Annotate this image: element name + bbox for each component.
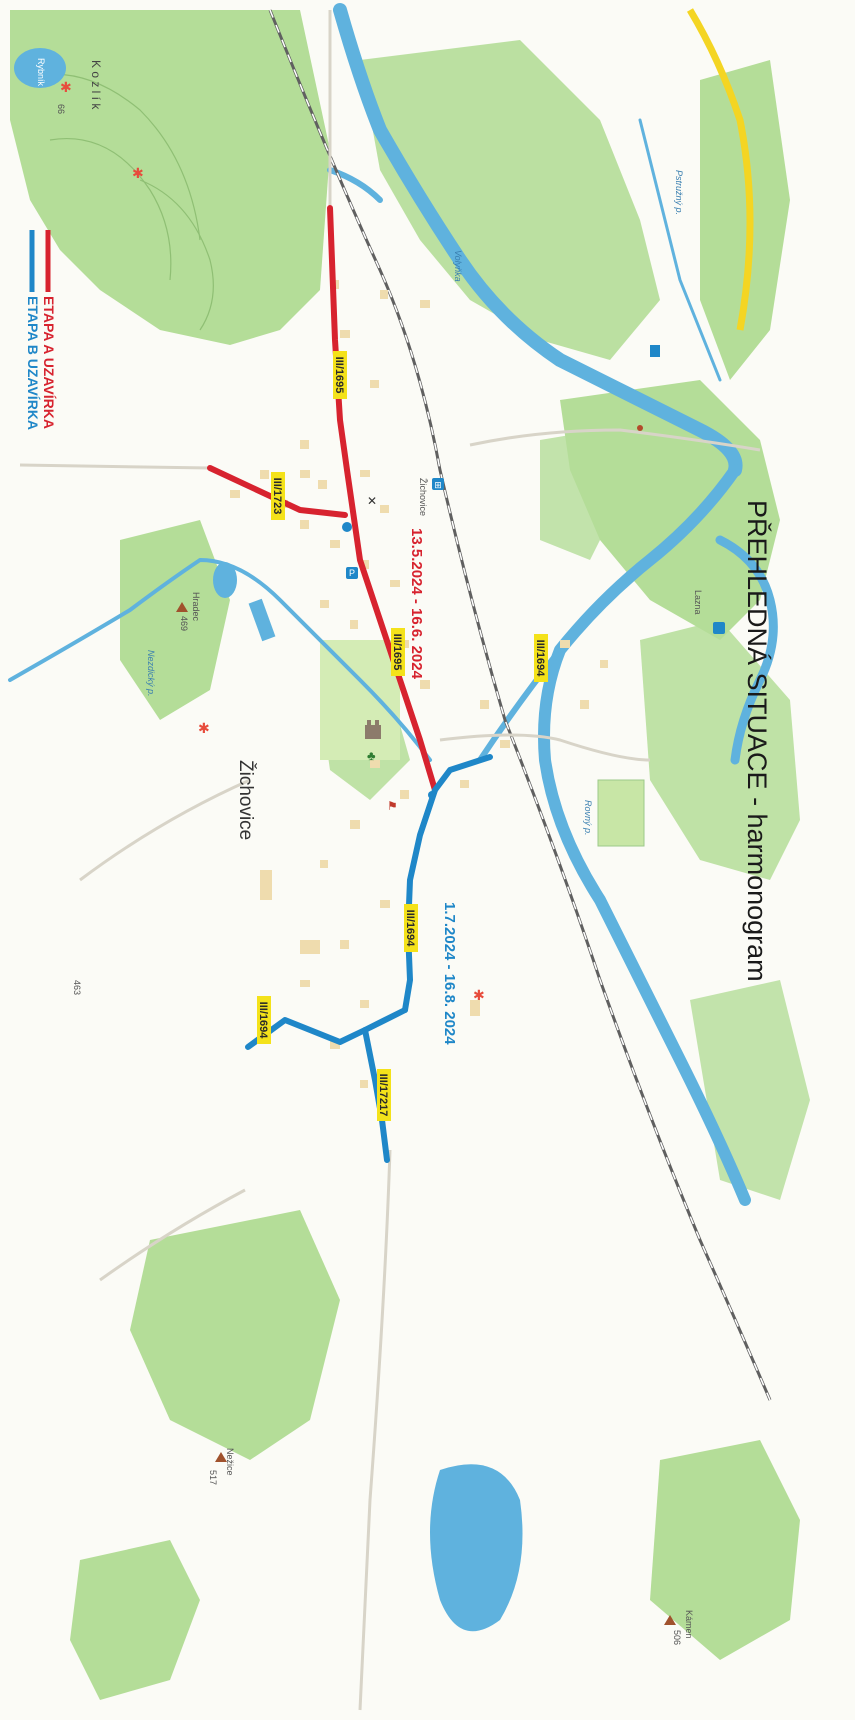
meadow [320,640,400,760]
bus-stop-icon [637,345,660,431]
svg-text:✱: ✱ [198,720,210,736]
minor-roads [19,10,761,1711]
legend-label-stage-b: ETAPA B UZAVÍRKA [25,296,41,430]
place-kozlik: K o z l í k [89,60,103,110]
svg-text:✱: ✱ [60,79,72,95]
place-labels: Lazna Žichovice Hradec 469 463 Nežice 51… [36,58,703,1645]
church-icon: ♣ ⚑ [367,748,398,813]
info-icon [342,522,436,799]
place-nezice-elevation: 517 [208,1470,218,1485]
stream-nezdicky: Nezdický p. [146,650,156,697]
train-stop-icon [713,622,725,634]
svg-text:III/1694: III/1694 [534,640,546,678]
stage-a-dates: 13.5.2024 - 16.6. 2024 [408,528,425,680]
svg-text:⊞: ⊞ [434,480,442,490]
stage-b-route-junction [245,1007,408,1050]
rivers [8,3,778,1206]
place-elevation-463: 463 [72,980,82,995]
place-kamen-elevation: 506 [672,1630,682,1645]
forest-areas [10,10,810,1700]
svg-text:✕: ✕ [367,494,377,508]
road-label-6: III/1694 [257,996,271,1044]
sports-field [597,779,645,847]
map-title: PŘEHLEDNÁ SITUACE - harmonogram [742,500,773,982]
svg-text:III/1694: III/1694 [404,910,416,948]
svg-text:III/1694: III/1694 [257,1002,269,1040]
svg-text:⚑: ⚑ [387,799,398,813]
peak-icon [176,602,676,1625]
stage-b-route-main [402,754,493,1013]
road-label-2: III/1723 [271,472,285,520]
road-label-7: III/17217 [377,1069,391,1121]
svg-text:III/1695: III/1695 [391,634,403,671]
main-road [686,8,754,331]
village-buildings [230,280,608,1088]
svg-text:III/1723: III/1723 [271,478,283,515]
svg-text:♣: ♣ [367,748,376,763]
svg-text:P: P [349,568,355,578]
place-hradec: Hradec [191,592,201,622]
legend: ETAPA A UZAVÍRKA ETAPA B UZAVÍRKA [25,230,57,430]
place-hradec-elevation: 469 [179,616,189,631]
castle-icon [365,720,381,739]
train-station-icon: ⊞ [432,478,444,490]
railway [268,9,772,1401]
parking-icon: P [346,567,358,579]
road-label-3: III/1695 [391,628,405,676]
tools-icon: ✕ [367,494,377,508]
place-pond: Rybník [36,58,46,87]
stream-rovny: Rovný p. [583,800,593,836]
road-label-5: III/1694 [404,904,418,952]
stage-a-route-branch [207,465,348,518]
place-lazne: Lazna [693,590,703,615]
stream-volynka: Volyňka [453,250,463,282]
place-kamen: Kámen [684,1610,694,1639]
place-kozlik-elevation: 66 [56,104,66,114]
town-name: Žichovice [235,760,257,840]
svg-text:✱: ✱ [473,987,485,1003]
stage-b-dates: 1.7.2024 - 16.8. 2024 [441,902,458,1045]
legend-label-stage-a: ETAPA A UZAVÍRKA [41,296,57,429]
place-zichovice-station: Žichovice [418,478,428,516]
road-label-1: III/1695 [333,351,347,399]
svg-text:III/17217: III/17217 [377,1074,389,1117]
svg-text:III/1695: III/1695 [333,357,345,394]
viewpoint-icon: ✱ ✱ ✱ ✱ [60,79,485,1003]
place-nezice: Nežice [225,1448,235,1476]
ponds [14,48,523,1632]
road-label-4: III/1694 [534,634,548,682]
svg-text:✱: ✱ [132,165,144,181]
stream-pstruzny: Pstružný p. [674,170,684,215]
